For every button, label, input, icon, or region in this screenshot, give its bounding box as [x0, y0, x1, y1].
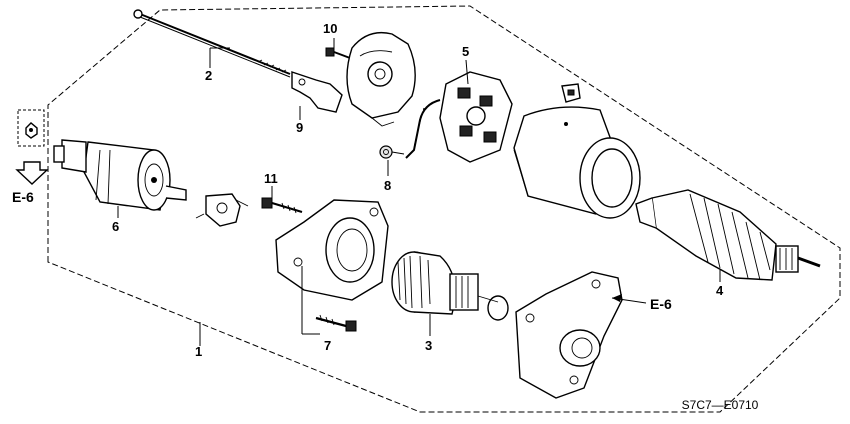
- part-label-10: 10: [323, 21, 337, 36]
- part-label-7: 7: [324, 338, 331, 353]
- drawing-code: S7C7—E0710: [682, 398, 759, 412]
- part-label-4: 4: [716, 283, 724, 298]
- gear-housing: [275, 199, 389, 301]
- leader-lines: [117, 38, 721, 346]
- reference-label-left: E-6: [12, 189, 34, 205]
- through-bolt: [133, 9, 291, 78]
- shift-lever: [195, 193, 249, 227]
- yoke-housing: [513, 106, 641, 219]
- part-label-6: 6: [112, 219, 119, 234]
- clip: [561, 83, 581, 103]
- bracket: [291, 71, 343, 113]
- assembly-outline: [47, 5, 841, 413]
- part-label-11: 11: [264, 171, 278, 186]
- bolt-seven: [315, 314, 357, 332]
- reference-arrow-left: [15, 161, 49, 185]
- grommet: [379, 145, 405, 159]
- part-label-9: 9: [296, 120, 303, 135]
- bolt-eleven: [261, 197, 303, 214]
- end-cover: [346, 31, 416, 127]
- part-label-5: 5: [462, 44, 469, 59]
- drive-end-housing: [515, 271, 623, 399]
- part-label-8: 8: [384, 178, 391, 193]
- armature: [635, 189, 821, 281]
- part-label-2: 2: [205, 68, 212, 83]
- reference-label-right: E-6: [650, 296, 672, 312]
- small-screw: [325, 47, 351, 59]
- nut-detail: [17, 109, 45, 147]
- reference-arrow-right: [611, 294, 647, 304]
- brush-holder: [405, 71, 513, 163]
- part-label-1: 1: [195, 344, 202, 359]
- drive-gear: [391, 251, 509, 321]
- solenoid: [53, 139, 187, 211]
- part-label-3: 3: [425, 338, 432, 353]
